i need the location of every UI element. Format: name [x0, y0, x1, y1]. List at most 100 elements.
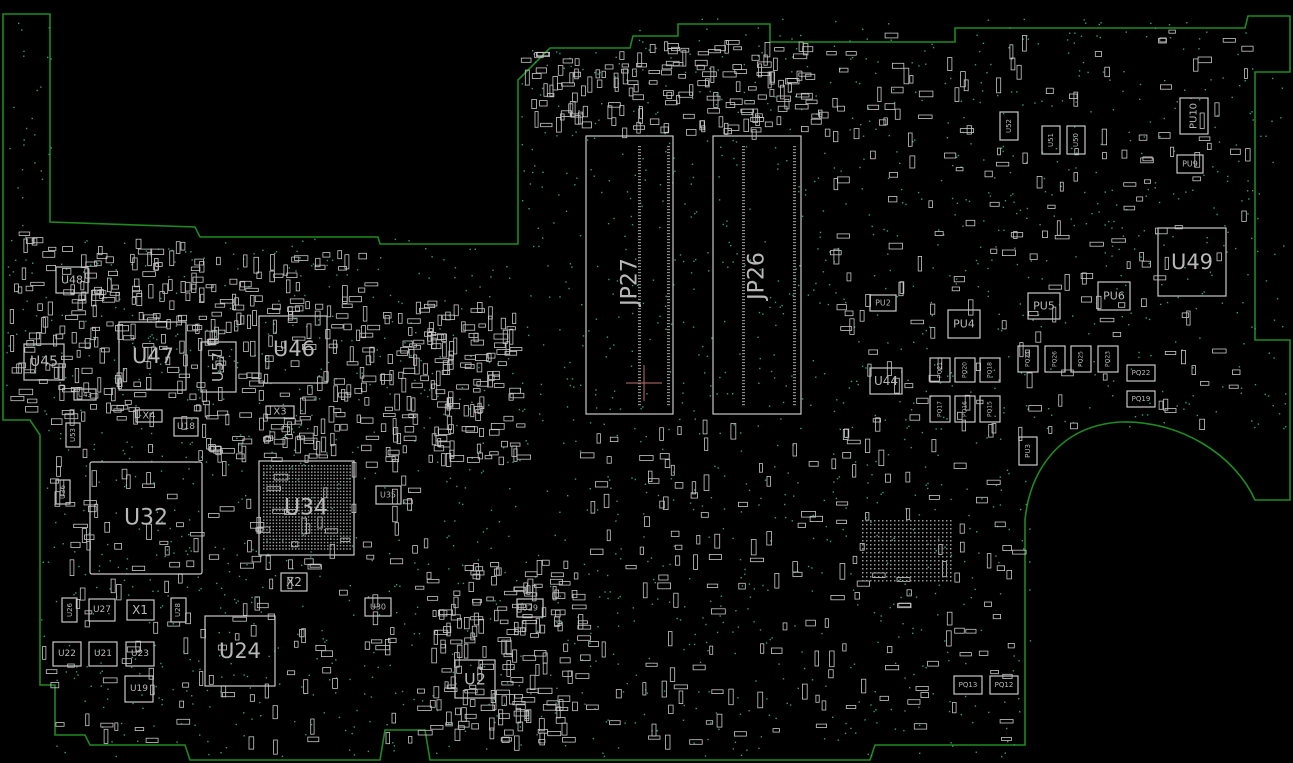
- footprint-pq19[interactable]: [1126, 390, 1156, 408]
- footprint-u50[interactable]: [1066, 125, 1086, 155]
- label-u53: U53: [69, 428, 77, 442]
- crosshair-marker: [626, 365, 662, 401]
- label-pq12: PQ12: [995, 681, 1014, 689]
- footprint-u22[interactable]: [52, 641, 82, 667]
- footprint-u2[interactable]: [454, 659, 496, 699]
- footprint-pq24[interactable]: [1017, 345, 1039, 373]
- label-u52: U52: [1005, 119, 1013, 133]
- footprint-pu10[interactable]: [1179, 97, 1209, 135]
- label-u45: U45: [30, 354, 58, 370]
- bga-array: [263, 465, 952, 582]
- footprint-u51[interactable]: [1041, 125, 1061, 155]
- footprint-u52[interactable]: [999, 111, 1019, 141]
- footprint-x4[interactable]: [135, 409, 163, 423]
- label-u27: U27: [93, 605, 111, 615]
- footprint-u28[interactable]: [170, 597, 187, 623]
- label-pu9: PU9: [1182, 160, 1198, 169]
- footprint-u43[interactable]: [73, 388, 97, 401]
- footprint-u57[interactable]: [200, 341, 237, 393]
- label-u26: U26: [66, 602, 74, 617]
- footprint-u48[interactable]: [55, 266, 89, 294]
- footprint-u53[interactable]: [65, 422, 81, 448]
- footprint-pu3[interactable]: [1018, 436, 1038, 466]
- footprint-pu6[interactable]: [1097, 281, 1131, 311]
- footprint-pq22[interactable]: [1126, 364, 1156, 382]
- label-pu2: PU2: [875, 299, 891, 308]
- footprint-u45[interactable]: [23, 343, 65, 381]
- footprint-u36[interactable]: [55, 479, 71, 505]
- footprint-pu5[interactable]: [1027, 292, 1061, 320]
- footprint-pq26[interactable]: [1044, 345, 1066, 373]
- label-pq13: PQ13: [959, 681, 978, 689]
- label-x3: X3: [273, 407, 286, 418]
- footprint-pq18[interactable]: [979, 357, 1001, 383]
- footprint-x1[interactable]: [126, 599, 155, 621]
- label-pq24: PQ24: [1025, 351, 1032, 367]
- label-pu4: PU4: [953, 318, 975, 331]
- pad-field: [9, 29, 1254, 755]
- footprint-u21[interactable]: [88, 641, 118, 667]
- label-x4: X4: [142, 411, 155, 422]
- label-pq21: PQ21: [937, 362, 944, 378]
- label-pq22: PQ22: [1132, 369, 1151, 377]
- label-u48: U48: [61, 274, 83, 287]
- label-u49: U49: [1171, 250, 1213, 274]
- footprint-pq13[interactable]: [953, 675, 983, 695]
- footprint-u26[interactable]: [61, 597, 78, 623]
- label-pq15: PQ15: [987, 401, 994, 417]
- label-x2: X2: [286, 575, 302, 589]
- footprint-pu9[interactable]: [1176, 154, 1204, 174]
- label-u32: U32: [124, 506, 168, 531]
- label-u23: U23: [131, 649, 149, 659]
- label-u43: U43: [78, 391, 92, 399]
- label-u18: U18: [177, 422, 195, 432]
- footprint-u34[interactable]: [258, 460, 355, 556]
- label-pu10: PU10: [1189, 103, 1200, 129]
- footprint-u30[interactable]: [364, 597, 392, 617]
- footprint-pu4[interactable]: [947, 309, 981, 339]
- footprint-u27[interactable]: [88, 598, 116, 622]
- footprint-pq12[interactable]: [989, 675, 1019, 695]
- footprint-pu2[interactable]: [869, 294, 897, 312]
- footprint-x2[interactable]: [280, 572, 308, 592]
- footprint-u35[interactable]: [375, 485, 402, 505]
- label-u50: U50: [1072, 133, 1080, 147]
- footprint-x3[interactable]: [265, 405, 295, 419]
- footprint-u24[interactable]: [204, 615, 276, 687]
- footprint-u32[interactable]: [89, 461, 203, 575]
- label-u35: U35: [380, 491, 396, 500]
- connector-pins: [638, 146, 796, 406]
- footprint-u47[interactable]: [118, 321, 187, 391]
- label-u21: U21: [94, 649, 112, 659]
- footprint-pq16[interactable]: [954, 395, 976, 423]
- label-pq17: PQ17: [937, 401, 944, 417]
- label-pq16: PQ16: [962, 401, 969, 417]
- footprint-pq23[interactable]: [1097, 345, 1119, 373]
- footprint-u49[interactable]: [1157, 227, 1227, 297]
- footprint-u29[interactable]: [516, 598, 544, 618]
- label-u19: U19: [130, 684, 148, 694]
- label-pq25: PQ25: [1078, 351, 1085, 367]
- label-u51: U51: [1047, 133, 1055, 147]
- label-u44: U44: [874, 374, 898, 388]
- footprint-u46[interactable]: [258, 315, 328, 384]
- label-pq19: PQ19: [1132, 395, 1151, 403]
- footprint-pq15[interactable]: [979, 395, 1001, 423]
- footprint-pq21[interactable]: [929, 357, 951, 383]
- footprint-pq17[interactable]: [929, 395, 951, 423]
- label-pq26: PQ26: [1052, 351, 1059, 367]
- label-pq23: PQ23: [1105, 351, 1112, 367]
- footprint-u44[interactable]: [869, 367, 903, 395]
- footprint-jp27[interactable]: [585, 135, 674, 415]
- footprint-u23[interactable]: [125, 641, 155, 667]
- footprint-pq25[interactable]: [1070, 345, 1092, 373]
- footprint-u18[interactable]: [173, 417, 199, 437]
- label-pu5: PU5: [1033, 300, 1055, 313]
- footprint-jp26[interactable]: [712, 135, 802, 415]
- label-u2: U2: [464, 670, 486, 689]
- label-u36: U36: [59, 484, 67, 499]
- footprint-pq20[interactable]: [954, 357, 976, 383]
- footprint-u19[interactable]: [124, 675, 154, 703]
